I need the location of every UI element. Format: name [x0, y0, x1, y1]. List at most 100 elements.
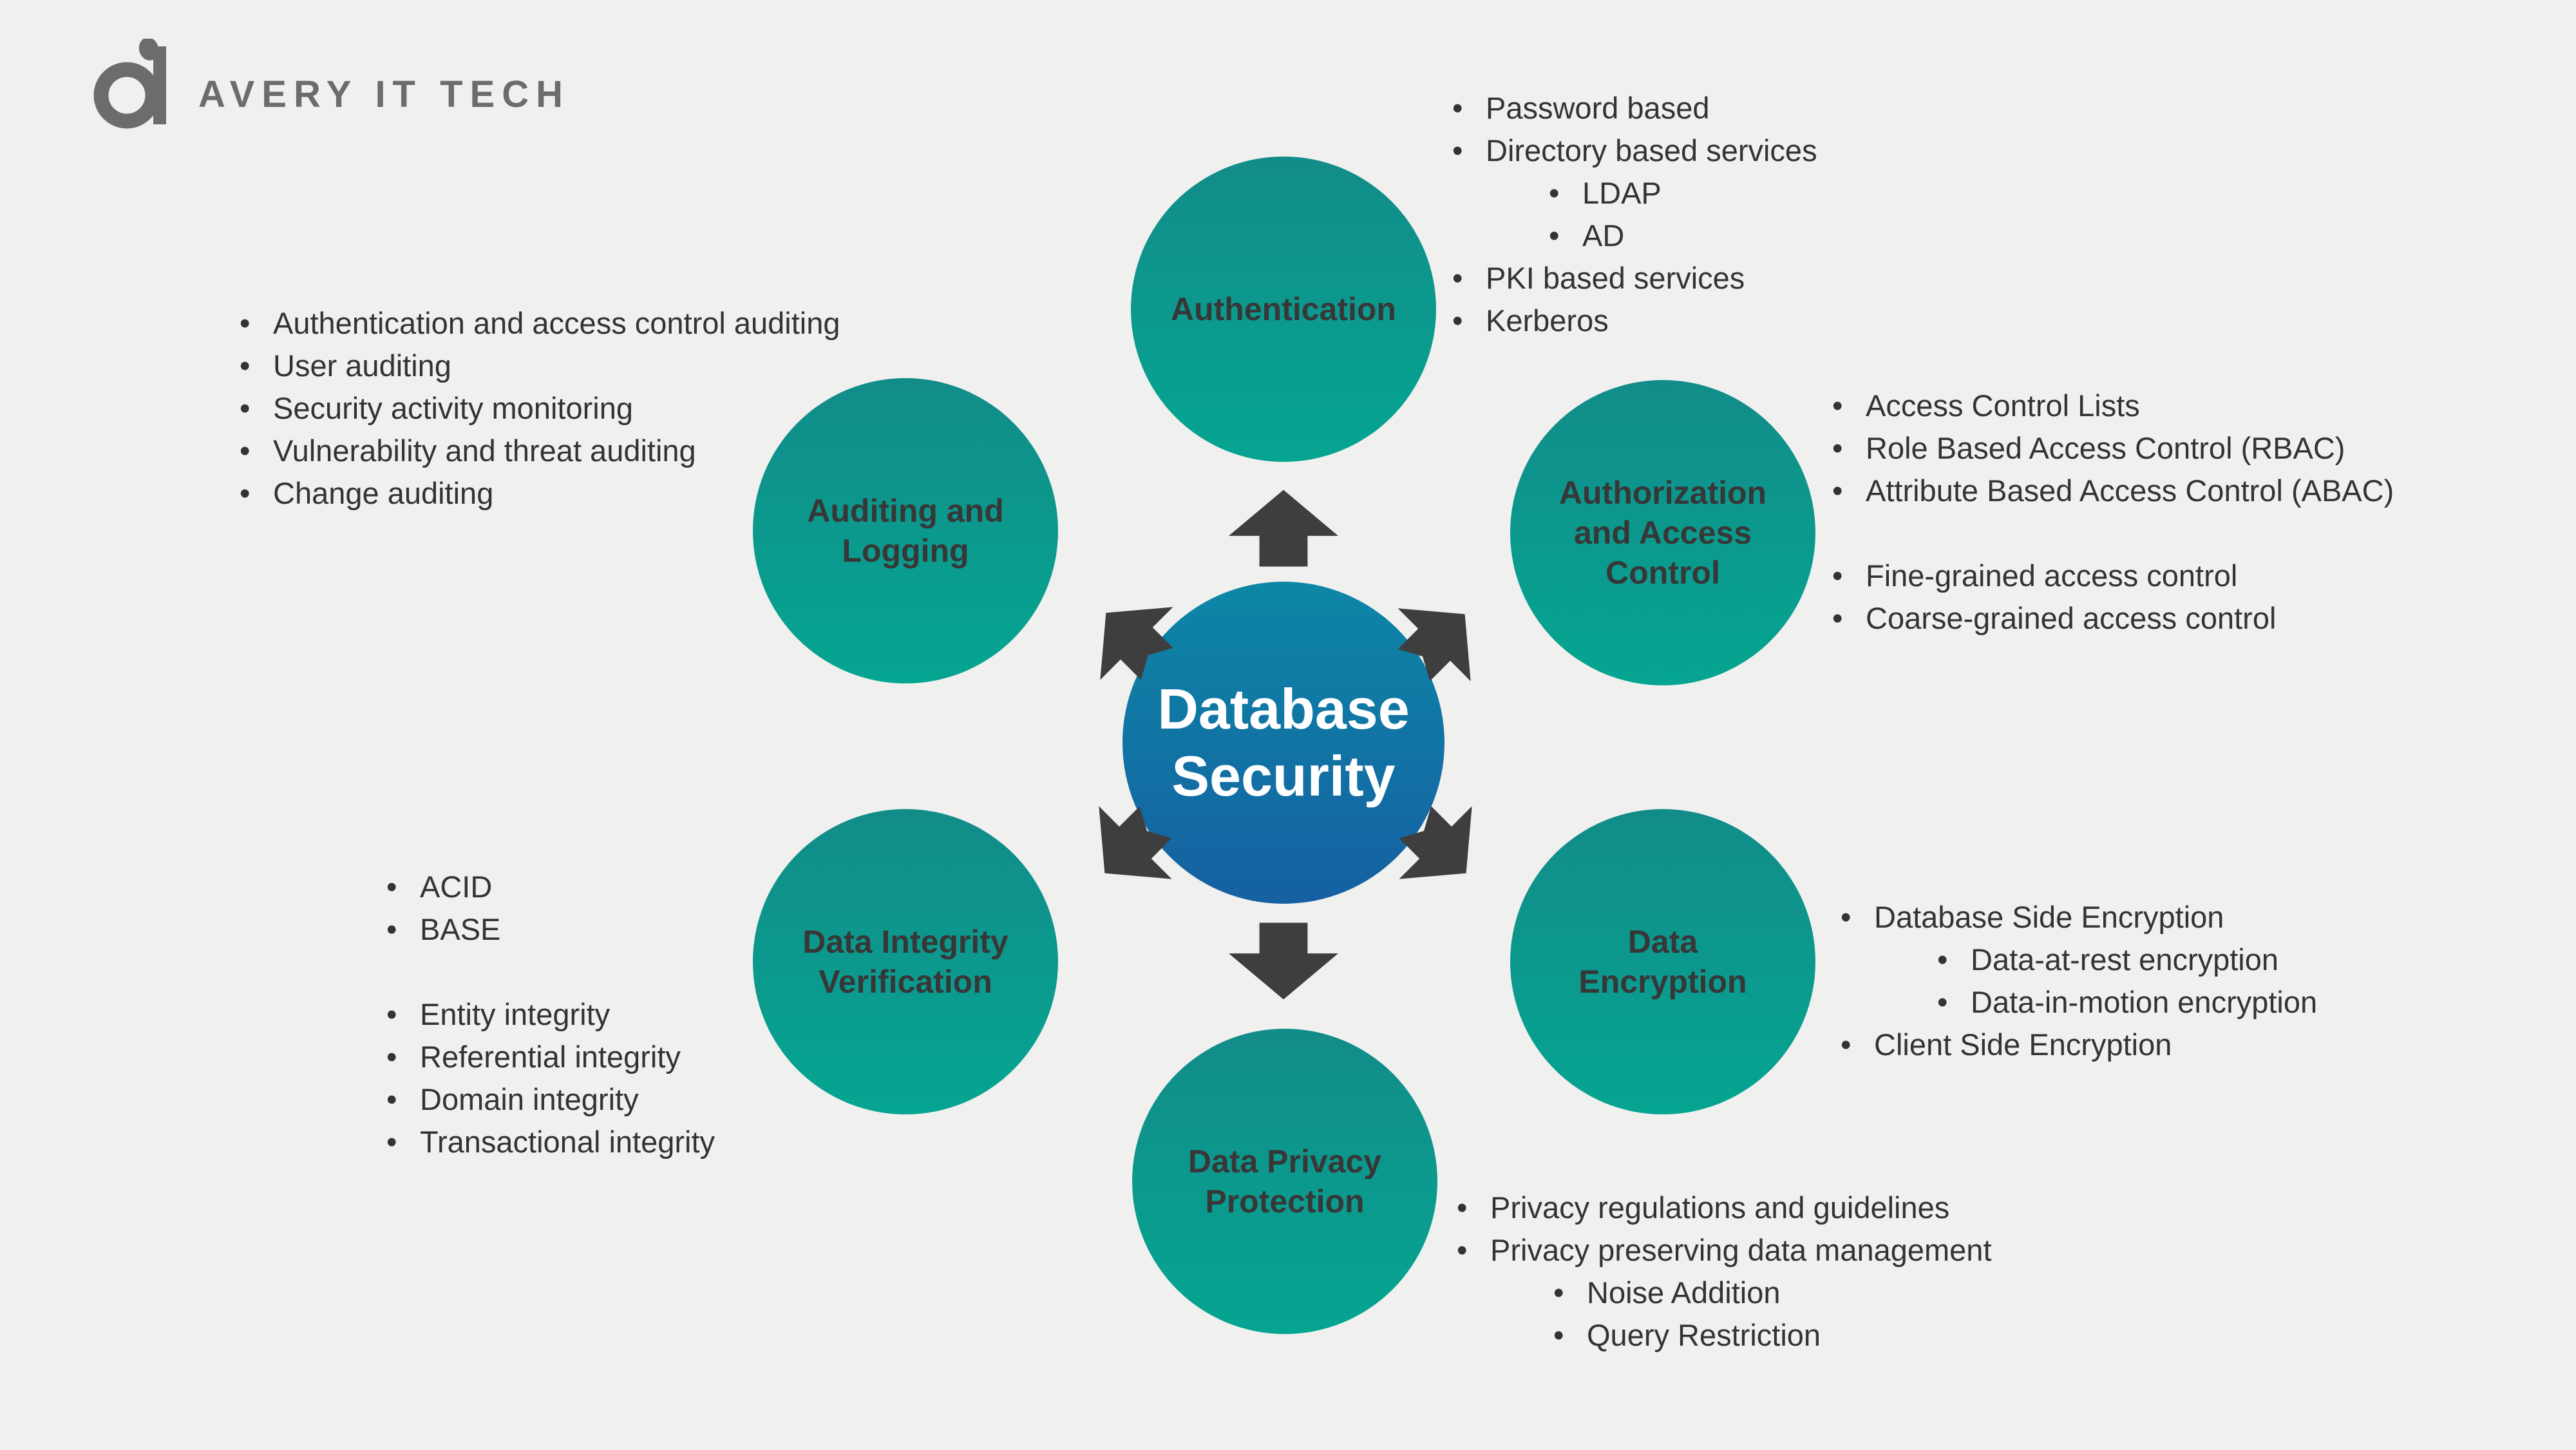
bullet-item: • Authentication and access control audit… — [240, 302, 840, 345]
bullet-dot-icon: • — [240, 348, 251, 383]
bullet-text: Attribute Based Access Control (ABAC) — [1866, 473, 2394, 508]
avery-ai-logo-icon — [93, 39, 166, 129]
bullet-item: •Client Side Encryption — [1841, 1024, 2317, 1066]
bullet-dot-icon: • — [386, 1040, 397, 1074]
bullet-item: •Attribute Based Access Control (ABAC) — [1832, 470, 2394, 512]
bullet-item: • Coarse-grained access control — [1832, 597, 2394, 640]
bullet-text: Change auditing — [273, 476, 494, 510]
bullet-list-auditing-and-logging: • Authentication and access control audit… — [240, 302, 840, 515]
bullet-text: Access Control Lists — [1866, 388, 2140, 423]
arrow-down-left-icon — [1068, 786, 1192, 910]
node-label-data-encryption: Data Encryption — [1578, 924, 1747, 1000]
bullet-item: •Kerberos — [1452, 300, 1817, 342]
bullet-item: • Privacy preserving data management — [1457, 1229, 1992, 1272]
bullet-dot-icon: • — [1553, 1275, 1564, 1310]
node-circle-auditing-and-logging: Auditing and Logging — [753, 378, 1058, 683]
bullet-text: ACID — [420, 870, 493, 904]
bullet-dot-icon: • — [1452, 261, 1463, 295]
bullet-text: Data-in-motion encryption — [1971, 985, 2318, 1019]
bullet-text: Noise Addition — [1587, 1275, 1781, 1310]
bullet-text: Authentication and access control auditi… — [273, 306, 840, 340]
bullet-list-authentication: •Password based•Directory based services… — [1452, 87, 1817, 342]
center-circle-database-security: Database Security — [1122, 582, 1444, 904]
bullet-item: • Referential integrity — [386, 1036, 715, 1078]
bullet-item: • Access Control Lists — [1832, 385, 2394, 427]
bullet-item: • Change auditing — [240, 472, 840, 515]
bullet-item: •Role Based Access Control (RBAC) — [1832, 427, 2394, 470]
bullet-dot-icon: • — [1457, 1233, 1468, 1267]
node-circle-data-privacy-protection: Data Privacy Protection — [1132, 1029, 1437, 1334]
bullet-dot-icon: • — [240, 391, 251, 425]
bullet-item: • Security activity monitoring — [240, 387, 840, 430]
brand-name: AVERY IT TECH — [198, 73, 570, 115]
bullet-dot-icon: • — [386, 1082, 397, 1116]
bullet-dot-icon: • — [240, 434, 251, 468]
bullet-dot-icon: • — [240, 476, 251, 510]
bullet-dot-icon: • — [1553, 1318, 1564, 1352]
bullet-text: Data-at-rest encryption — [1971, 942, 2279, 977]
bullet-dot-icon: • — [1549, 218, 1560, 253]
bullet-text: Database Side Encryption — [1874, 900, 2224, 934]
bullet-text: LDAP — [1582, 176, 1662, 210]
node-circle-data-encryption: Data Encryption — [1510, 809, 1815, 1114]
brand-logo: AVERY IT TECH — [93, 39, 570, 132]
bullet-text: User auditing — [273, 348, 451, 383]
bullet-text: Privacy preserving data management — [1490, 1233, 1992, 1267]
node-circle-data-integrity-verification: Data Integrity Verification — [753, 809, 1058, 1114]
bullet-text: Referential integrity — [420, 1040, 681, 1074]
arrow-up-left-icon — [1070, 577, 1193, 700]
bullet-list-data-encryption: •Database Side Encryption•Data-at-rest e… — [1841, 896, 2317, 1066]
bullet-item: • ACID — [386, 866, 715, 908]
bullet-item: • Privacy regulations and guidelines — [1457, 1187, 1992, 1229]
bullet-dot-icon: • — [1937, 985, 1948, 1019]
node-label-auditing-and-logging: Auditing and Logging — [807, 493, 1004, 569]
bullet-list-data-integrity-verification: • ACID • BASE • Entity integrity • Referential … — [386, 866, 715, 1163]
bullet-dot-icon: • — [1841, 900, 1852, 934]
bullet-text: Transactional integrity — [420, 1125, 715, 1159]
bullet-text: PKI based services — [1486, 261, 1745, 295]
node-circle-authorization: Authorization and Access Control — [1510, 380, 1815, 685]
bullet-text: Coarse-grained access control — [1866, 601, 2277, 635]
bullet-text: Privacy regulations and guidelines — [1490, 1190, 1950, 1225]
bullet-item: •Transactional integrity — [386, 1121, 715, 1163]
bullet-dot-icon: • — [1457, 1190, 1468, 1225]
bullet-text: Client Side Encryption — [1874, 1027, 2172, 1062]
bullet-text: Fine-grained access control — [1866, 558, 2238, 593]
bullet-text: AD — [1582, 218, 1625, 253]
bullet-item: • BASE — [386, 908, 715, 951]
arrow-down-right-icon — [1379, 786, 1502, 910]
bullet-text: Entity integrity — [420, 997, 611, 1031]
bullet-list-data-privacy-protection: • Privacy regulations and guidelines • Priv… — [1457, 1187, 1992, 1357]
bullet-item: • Password based — [1452, 87, 1817, 129]
bullet-list-authorization: •Access Control Lists•Role Based Access … — [1832, 385, 2394, 640]
arrow-up-icon — [1229, 490, 1338, 567]
bullet-dot-icon: • — [1832, 601, 1843, 635]
bullet-dot-icon: • — [1549, 176, 1560, 210]
bullet-text: Vulnerability and threat auditing — [273, 434, 696, 468]
bullet-item: • User auditing — [240, 345, 840, 387]
bullet-item: • LDAP — [1549, 172, 1817, 215]
arrow-down-icon — [1229, 922, 1338, 1000]
bullet-text: BASE — [420, 912, 501, 946]
bullet-text: Role Based Access Control (RBAC) — [1866, 431, 2345, 465]
bullet-dot-icon: • — [1452, 303, 1463, 338]
bullet-dot-icon: • — [1832, 388, 1843, 423]
bullet-dot-icon: • — [386, 870, 397, 904]
node-label-authorization: Authorization and Access Control — [1558, 475, 1767, 591]
bullet-text: Password based — [1486, 91, 1710, 125]
bullet-dot-icon: • — [386, 912, 397, 946]
bullet-item: •Data-at-rest encryption — [1937, 939, 2317, 981]
bullet-dot-icon: • — [386, 997, 397, 1031]
center-title: Database Security — [1157, 677, 1410, 808]
bullet-item: • Fine-grained access control — [1832, 555, 2394, 597]
bullet-dot-icon: • — [1452, 91, 1463, 125]
node-label-authentication: Authentication — [1171, 291, 1396, 327]
bullet-text: Domain integrity — [420, 1082, 639, 1116]
bullet-dot-icon: • — [240, 306, 251, 340]
bullet-dot-icon: • — [1832, 558, 1843, 593]
bullet-item: • AD — [1549, 215, 1817, 257]
node-circle-authentication: Authentication — [1131, 157, 1436, 462]
bullet-text: Security activity monitoring — [273, 391, 633, 425]
bullet-item: • Entity integrity — [386, 993, 715, 1036]
